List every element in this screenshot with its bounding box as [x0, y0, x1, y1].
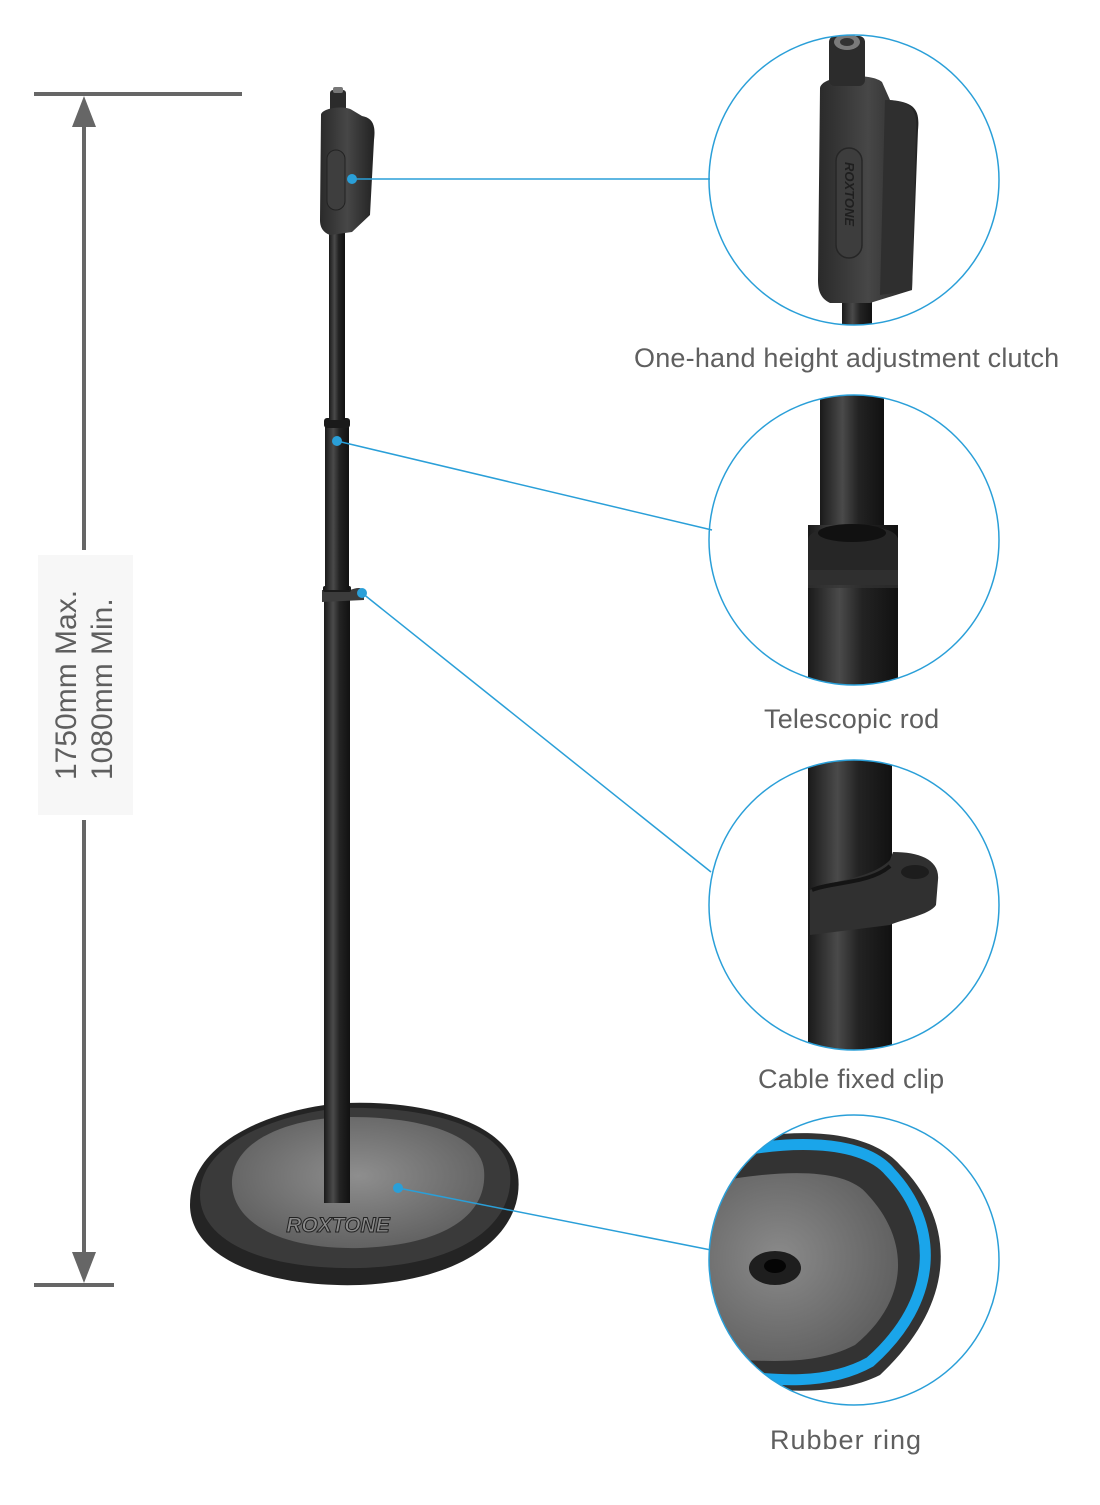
lower-tube	[324, 595, 350, 1203]
leader-ring	[397, 1187, 712, 1251]
dimension-min-label: 1080mm Min.	[86, 598, 119, 781]
detail-circle-clutch: ROXTONE	[708, 34, 1000, 326]
detail-circle-ring	[708, 1114, 1000, 1406]
dimension-max-label: 1750mm Max.	[50, 589, 83, 781]
roxtone-logo-base: ROXTONE	[286, 1214, 390, 1237]
leader-dot-rod	[332, 436, 342, 446]
arrow-up-icon	[72, 96, 96, 127]
callout-label-clip: Cable fixed clip	[758, 1064, 945, 1094]
clutch	[320, 87, 375, 235]
roxtone-logo-clutch: ROXTONE	[842, 162, 857, 226]
leader-dot-clip	[357, 588, 367, 598]
leader-clip	[361, 592, 712, 873]
dimension-label-box: 1750mm Max. 1080mm Min.	[38, 555, 133, 815]
detail-circle-rod	[708, 394, 1000, 686]
detail-circle-clip	[708, 759, 1000, 1051]
callout-leaders	[332, 174, 713, 1251]
leader-dot-clutch	[347, 174, 357, 184]
leader-rod	[336, 440, 713, 531]
callout-label-ring: Rubber ring	[770, 1425, 923, 1455]
callout-label-rod: Telescopic rod	[764, 704, 940, 734]
middle-tube	[325, 420, 349, 590]
leader-dot-ring	[393, 1183, 403, 1193]
dimension-indicator	[34, 92, 242, 1287]
arrow-down-icon	[72, 1252, 96, 1283]
mic-stand-illustration: ROXTONE	[190, 87, 519, 1286]
round-base: ROXTONE	[190, 1102, 519, 1286]
upper-tube	[329, 230, 345, 420]
callout-label-clutch: One-hand height adjustment clutch	[634, 343, 1060, 373]
